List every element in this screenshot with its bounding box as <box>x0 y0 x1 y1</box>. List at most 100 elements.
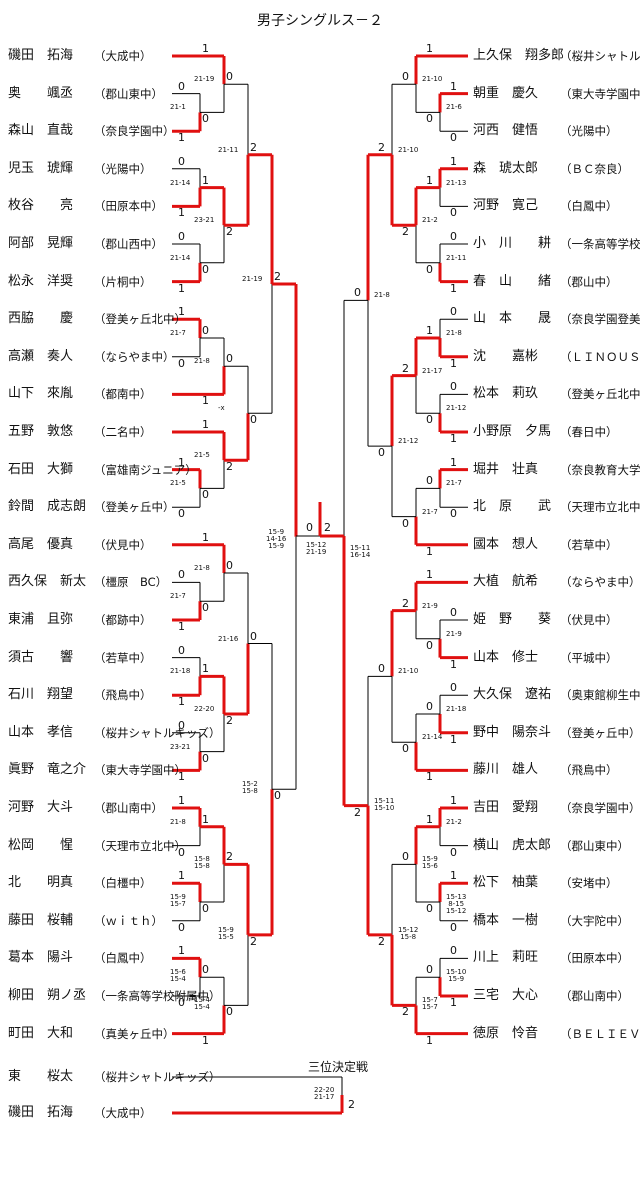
match-score: 21-8 <box>374 291 390 300</box>
games-won: 0 <box>426 638 433 652</box>
right-player-name: 藤川 雄人 <box>473 762 539 778</box>
right-player-team: （登美ヶ丘北中） <box>560 387 640 402</box>
games-won: 1 <box>178 620 185 633</box>
left-player-name: 高尾 優真 <box>8 536 74 552</box>
match-score: 15-9 14-16 15-9 <box>266 527 287 550</box>
match-score: 21-6 <box>446 103 462 112</box>
games-won: 0 <box>378 662 385 676</box>
games-won: 0 <box>178 845 185 859</box>
left-player-team: （東大寺学園中） <box>94 763 186 778</box>
match-score: 21-5 <box>170 479 186 488</box>
left-player-name: 葛本 陽斗 <box>8 950 74 966</box>
games-won: 0 <box>178 996 185 1009</box>
left-player-team: （都南中） <box>94 387 152 402</box>
games-won: 0 <box>426 963 433 977</box>
right-player-name: 小 川 耕 <box>473 236 552 251</box>
games-won: 0 <box>202 601 209 615</box>
games-won: 0 <box>426 700 433 713</box>
games-won: 1 <box>450 154 457 168</box>
left-player-team: （二名中） <box>94 425 152 439</box>
right-player-team: （光陽中） <box>560 124 618 139</box>
right-player-team: （安堵中） <box>560 876 618 891</box>
games-won: 1 <box>450 356 457 370</box>
right-player-name: 上久保 翔多郎 <box>473 48 565 63</box>
match-score: 15-13 8-15 15-12 <box>446 893 467 915</box>
right-player-team: （奈良教育大学附属中） <box>560 462 640 477</box>
games-won: 0 <box>426 474 433 488</box>
right-player-name: 横山 虎太郎 <box>473 837 552 853</box>
games-won: 0 <box>354 286 361 300</box>
match-score: 22-20 <box>194 705 215 713</box>
right-player-name: 小野原 夕馬 <box>473 424 552 439</box>
games-won: 1 <box>202 530 209 544</box>
left-player-team: （ｗｉｔｈ） <box>94 913 163 928</box>
left-player-name: 児玉 琥輝 <box>8 160 74 176</box>
match-score: 21-11 <box>218 145 239 154</box>
left-player-name: 松永 洋奨 <box>8 273 74 289</box>
left-player-team: （真美ヶ丘中） <box>94 1026 175 1041</box>
games-won: 0 <box>178 718 185 732</box>
left-player-name: 磯田 拓海 <box>8 48 74 63</box>
games-won: 0 <box>274 789 281 803</box>
match-score: 21-2 <box>422 216 438 225</box>
games-won: 2 <box>402 225 409 239</box>
third-place-player-name: 磯田 拓海 <box>8 1105 74 1120</box>
left-player-name: 石田 大獅 <box>8 461 74 477</box>
games-won: 0 <box>226 352 233 366</box>
games-won: 2 <box>378 934 385 948</box>
match-score: 15-2 15-8 <box>242 780 258 796</box>
match-score: 15-10 15-9 <box>446 968 467 984</box>
games-won: 1 <box>202 1033 209 1047</box>
match-score: -x <box>218 404 225 413</box>
games-won: 0 <box>202 324 209 337</box>
right-player-name: 徳原 怜音 <box>473 1025 539 1041</box>
right-player-name: 山本 修士 <box>473 649 539 665</box>
right-player-name: 春 山 緒 <box>473 273 552 289</box>
match-score: 15-7 15-7 <box>422 996 438 1012</box>
games-won: 0 <box>426 413 433 427</box>
match-score: 15-12 21-19 <box>306 541 327 556</box>
left-player-team: （奈良学園中） <box>94 124 175 139</box>
match-score: 21-7 <box>422 507 438 516</box>
left-player-team: （桜井シャトルキッズ） <box>94 725 221 740</box>
games-won: 1 <box>450 657 457 671</box>
right-player-team: （奈良学園登美ヶ丘中） <box>560 312 640 327</box>
games-won: 2 <box>250 934 257 948</box>
right-player-name: 河野 寛己 <box>473 198 539 214</box>
games-won: 0 <box>402 516 409 530</box>
games-won: 0 <box>178 568 185 582</box>
games-won: 1 <box>450 455 457 469</box>
games-won: 1 <box>202 173 209 187</box>
left-player-name: 町田 大和 <box>8 1025 74 1041</box>
games-won: 0 <box>426 262 433 276</box>
games-won: 1 <box>178 770 185 784</box>
right-player-name: 橋本 一樹 <box>473 912 539 928</box>
games-won: 0 <box>178 79 185 93</box>
games-won: 2 <box>402 1005 409 1019</box>
games-won: 1 <box>178 794 185 807</box>
games-won: 0 <box>402 70 409 84</box>
games-won: 1 <box>450 996 457 1009</box>
match-score: 21-9 <box>446 629 462 638</box>
games-won: 1 <box>178 131 185 145</box>
right-player-team: （伏見中） <box>560 613 618 627</box>
match-score: 15-9 15-6 <box>422 855 438 871</box>
games-won: 0 <box>226 559 233 572</box>
match-score: 22-20 21-17 <box>314 1086 335 1101</box>
right-player-name: 國本 想人 <box>473 536 539 552</box>
games-won: 0 <box>450 206 457 220</box>
match-score: 21-19 <box>242 274 263 283</box>
games-won: 0 <box>178 643 185 657</box>
third-place-player-team: （大成中） <box>94 1106 152 1120</box>
left-player-name: 須古 響 <box>8 649 74 665</box>
third-place-player-team: （桜井シャトルキッズ） <box>94 1070 221 1084</box>
match-score: 21-11 <box>446 253 467 262</box>
games-won: 0 <box>378 446 385 460</box>
match-score: 21-7 <box>446 479 462 488</box>
games-won: 0 <box>450 606 457 619</box>
games-won: 0 <box>178 230 185 243</box>
match-score: 21-9 <box>422 601 438 610</box>
games-won: 1 <box>450 732 457 746</box>
match-score: 21-19 <box>194 75 215 84</box>
